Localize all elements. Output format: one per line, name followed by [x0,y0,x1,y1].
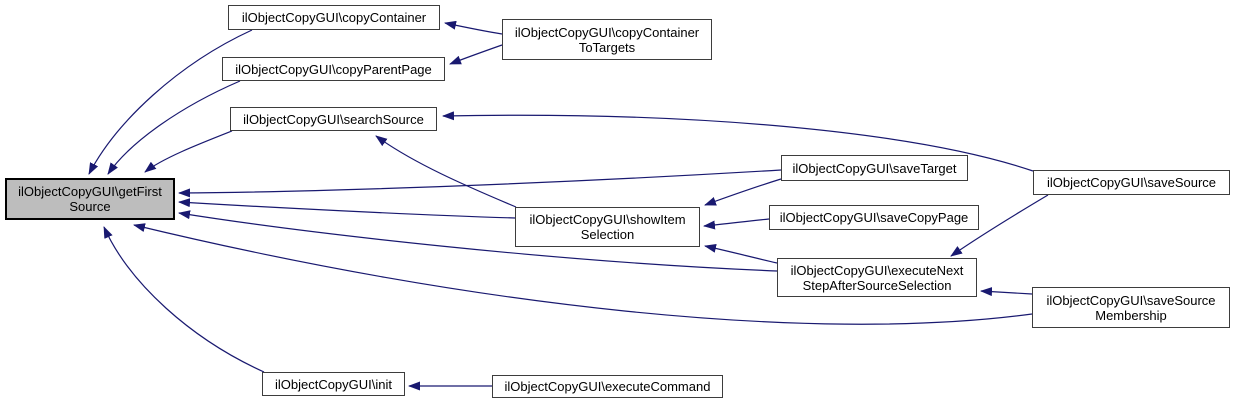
edge-saveSource--executeNextStepAfterSourceSelection [950,194,1049,257]
edge-copyContainerToTargets--copyContainer [444,20,503,35]
edge-executeNextStepAfterSourceSelection--getFirstSource [178,210,778,272]
node-saveTarget[interactable]: ilObjectCopyGUI\saveTarget [781,155,968,181]
node-label: Membership [1095,307,1167,323]
node-label: ilObjectCopyGUI\saveSource [1046,175,1217,190]
edge-copyContainerToTargets--copyParentPage [449,44,503,65]
edge-executeNextStepAfterSourceSelection--showItemSelection [704,243,778,264]
node-label: ilObjectCopyGUI\searchSource [243,111,424,127]
node-label: ilObjectCopyGUI\copyContainer [241,10,427,25]
edge-saveTarget--getFirstSource [178,169,782,198]
node-label: ilObjectCopyGUI\showItem [529,212,686,227]
node-label: ilObjectCopyGUI\executeCommand [504,379,711,394]
edge-saveTarget--showItemSelection [704,178,782,206]
node-label: ilObjectCopyGUI\init [274,376,393,392]
node-label: ilObjectCopyGUI\getFirst [18,184,162,199]
edge-showItemSelection--searchSource [375,135,517,208]
node-label: ilObjectCopyGUI\saveSource [1046,292,1216,308]
node-label: ilObjectCopyGUI\saveCopyPage [779,210,969,225]
edge-showItemSelection--getFirstSource [178,198,516,219]
edge-init--getFirstSource [103,226,265,373]
node-label: StepAfterSourceSelection [802,277,952,293]
node-label: ilObjectCopyGUI\copyContainer [514,24,700,40]
edge-searchSource--getFirstSource [144,130,233,173]
node-label: ilObjectCopyGUI\saveTarget [792,160,957,176]
node-label: ilObjectCopyGUI\executeNext [790,262,964,278]
node-saveCopyPage[interactable]: ilObjectCopyGUI\saveCopyPage [769,205,979,230]
edge-saveSource--searchSource [442,111,1034,172]
node-executeCommand[interactable]: ilObjectCopyGUI\executeCommand [492,375,723,398]
edge-saveSourceMembership--getFirstSource [133,223,1033,325]
node-label: Source [69,199,111,214]
edge-copyContainer--getFirstSource [88,29,253,175]
node-copyContainer[interactable]: ilObjectCopyGUI\copyContainer [228,5,440,30]
node-saveSource[interactable]: ilObjectCopyGUI\saveSource [1033,170,1230,195]
node-label: ToTargets [578,39,636,55]
node-label: ilObjectCopyGUI\copyParentPage [235,61,432,77]
node-label: Selection [580,227,635,242]
edge-saveSourceMembership--executeNextStepAfterSourceSelection [980,287,1033,297]
edge-saveCopyPage--showItemSelection [703,218,770,230]
edge-copyParentPage--getFirstSource [107,80,241,175]
node-copyParentPage[interactable]: ilObjectCopyGUI\copyParentPage [222,57,445,81]
node-init[interactable]: ilObjectCopyGUI\init [262,372,405,396]
node-searchSource[interactable]: ilObjectCopyGUI\searchSource [230,107,437,131]
